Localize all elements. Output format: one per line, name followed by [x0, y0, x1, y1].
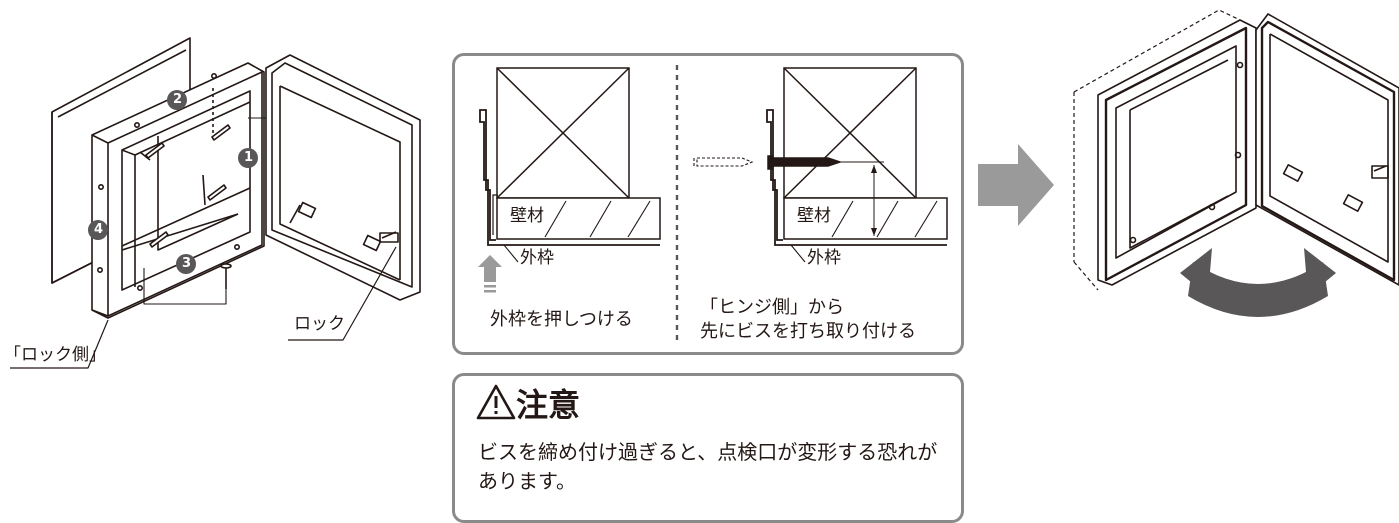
badge-3-number: 3 — [182, 256, 192, 271]
lock-label: ロック — [294, 314, 345, 334]
hinge-side-caption-line2: 先にビスを打ち取り付ける — [700, 321, 916, 342]
result-figure — [978, 9, 1399, 317]
push-frame-caption: 外枠を押しつける — [490, 309, 633, 330]
warning-triangle-icon — [476, 384, 516, 420]
badge-2-number: 2 — [173, 92, 183, 107]
wall-outline-dashed — [1073, 9, 1241, 291]
hatch-open-lid — [1255, 13, 1399, 286]
caution-body: ビスを締め付け過ぎると、点検口が変形する恐れがあります。 — [478, 440, 938, 493]
badge-1-number: 1 — [244, 150, 254, 165]
caution-box — [452, 373, 964, 523]
lock-side-label: 「ロック側」 — [4, 345, 106, 365]
badge-1 — [238, 148, 258, 168]
left-cross-section — [478, 67, 661, 293]
outer-frame-label-right: 外枠 — [807, 248, 841, 268]
caution-title: 注意 — [516, 386, 581, 424]
hinge-side-caption-line1: 「ヒンジ側」から — [700, 297, 844, 318]
badge-3 — [176, 254, 196, 274]
method-cross-sections — [478, 65, 948, 345]
wall-material-label-left: 壁材 — [510, 206, 544, 226]
swing-arc-icon — [1188, 262, 1328, 317]
right-cross-section — [693, 67, 948, 263]
push-arrow — [478, 255, 502, 282]
lock-leader — [288, 246, 397, 341]
badge-4-number: 4 — [94, 222, 104, 237]
step-badges — [88, 90, 258, 274]
wall-material-label-right: 壁材 — [797, 206, 831, 226]
badge-2 — [167, 90, 187, 110]
hatch-frame — [1097, 19, 1257, 286]
outer-frame-label-left: 外枠 — [520, 248, 554, 268]
opened-lid — [265, 54, 421, 301]
next-step-arrow-icon — [978, 144, 1054, 226]
exploded-installation-figure — [10, 37, 421, 369]
badge-4 — [88, 220, 108, 240]
lock-side-leader — [10, 319, 109, 369]
